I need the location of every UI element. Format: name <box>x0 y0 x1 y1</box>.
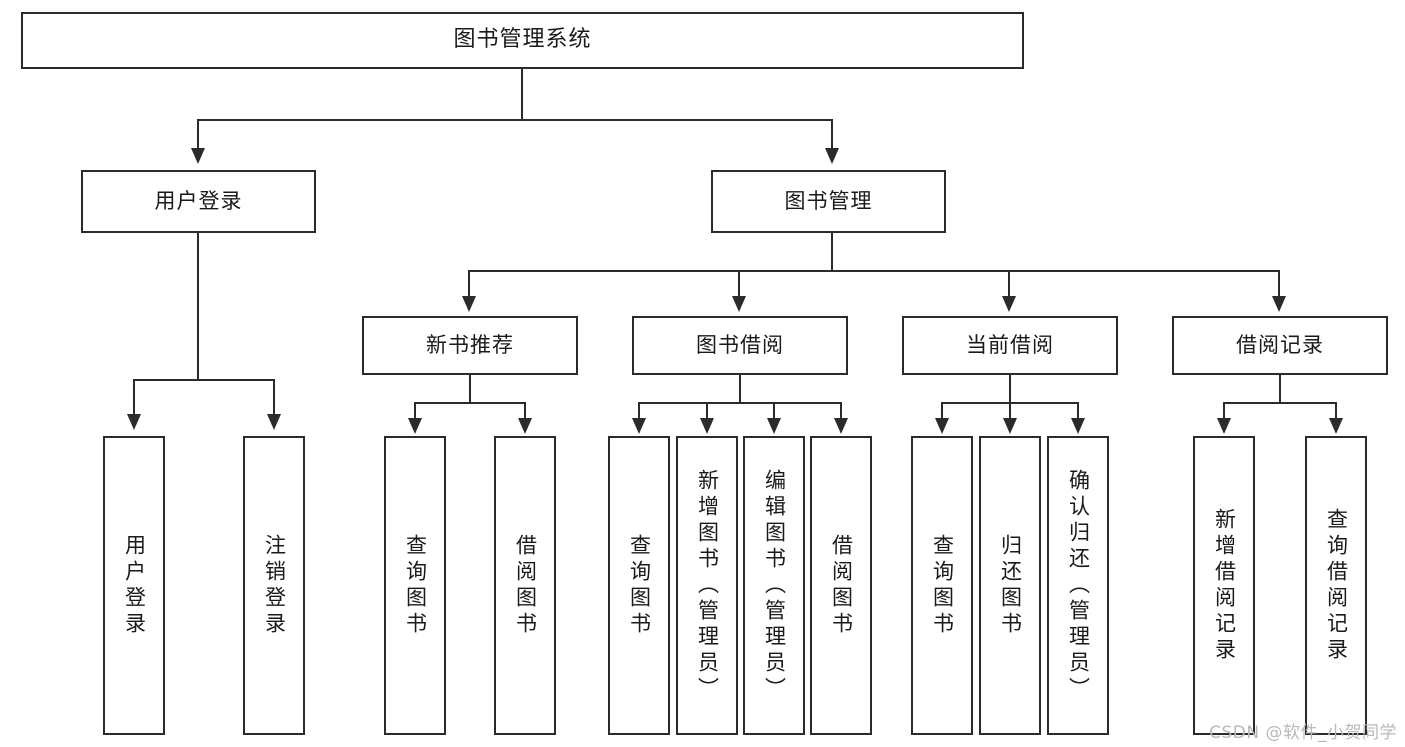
node-new-book-recommend[interactable]: 新书推荐 <box>362 316 578 375</box>
leaf-new-book-recommend-borrow-book[interactable]: 借阅图书 <box>494 436 556 735</box>
leaf-user-login-login[interactable]: 用户登录 <box>103 436 165 735</box>
connector-new-book-recommend-stem <box>469 375 471 403</box>
connector-drop-nbr-leaf-2 <box>524 402 526 420</box>
leaf-book-borrow-edit-book-admin[interactable]: 编辑图书（管理员） <box>743 436 805 735</box>
arrowhead-borrow-record <box>1272 296 1286 312</box>
arrowhead-user-login-leaf-1 <box>127 414 141 430</box>
node-book-management[interactable]: 图书管理 <box>711 170 946 233</box>
connector-bus-user-login-leaves <box>133 379 275 381</box>
watermark-text: CSDN @软件_小贺同学 <box>1209 723 1397 743</box>
arrowhead-br-leaf-1 <box>1217 418 1231 434</box>
connector-drop-bb-leaf-2 <box>706 402 708 420</box>
connector-bus-level2 <box>197 119 833 121</box>
node-borrow-record[interactable]: 借阅记录 <box>1172 316 1388 375</box>
node-label: 图书管理系统 <box>453 27 592 53</box>
arrowhead-book-management <box>825 148 839 164</box>
node-label: 图书管理 <box>784 188 873 213</box>
connector-bus-level3 <box>468 270 1280 272</box>
leaf-new-book-recommend-query-book[interactable]: 查询图书 <box>384 436 446 735</box>
connector-bus-book-borrow <box>638 402 842 404</box>
arrowhead-bb-leaf-3 <box>767 418 781 434</box>
leaf-label: 确认归还（管理员） <box>1066 468 1091 703</box>
arrowhead-bb-leaf-2 <box>700 418 714 434</box>
connector-book-borrow-stem <box>739 375 741 403</box>
leaf-borrow-record-query-record[interactable]: 查询借阅记录 <box>1305 436 1367 735</box>
leaf-label: 查询图书 <box>403 533 428 638</box>
node-label: 用户登录 <box>154 188 243 213</box>
connector-user-login-stem <box>197 233 199 380</box>
leaf-label: 归还图书 <box>998 533 1023 638</box>
connector-drop-current-borrow <box>1008 270 1010 298</box>
leaf-label: 编辑图书（管理员） <box>762 468 787 703</box>
arrowhead-cb-leaf-3 <box>1071 418 1085 434</box>
connector-book-management-stem <box>831 233 833 271</box>
arrowhead-bb-leaf-1 <box>632 418 646 434</box>
connector-drop-borrow-record <box>1278 270 1280 298</box>
connector-borrow-record-stem <box>1279 375 1281 403</box>
leaf-current-borrow-query-book[interactable]: 查询图书 <box>911 436 973 735</box>
leaf-label: 借阅图书 <box>513 533 538 638</box>
node-user-login[interactable]: 用户登录 <box>81 170 316 233</box>
connector-drop-bb-leaf-3 <box>773 402 775 420</box>
leaf-label: 查询图书 <box>930 533 955 638</box>
node-book-borrow[interactable]: 图书借阅 <box>632 316 848 375</box>
connector-bus-new-book-recommend <box>414 402 526 404</box>
arrowhead-cb-leaf-2 <box>1003 418 1017 434</box>
arrowhead-nbr-leaf-1 <box>408 418 422 434</box>
arrowhead-br-leaf-2 <box>1329 418 1343 434</box>
connector-drop-cb-leaf-3 <box>1077 402 1079 420</box>
connector-drop-cb-leaf-1 <box>941 402 943 420</box>
connector-drop-cb-leaf-2 <box>1009 402 1011 420</box>
arrowhead-nbr-leaf-2 <box>518 418 532 434</box>
connector-drop-book-management <box>831 119 833 151</box>
node-label: 新书推荐 <box>426 332 514 357</box>
arrowhead-book-borrow <box>732 296 746 312</box>
leaf-label: 查询借阅记录 <box>1324 507 1349 664</box>
connector-drop-user-login-leaf-2 <box>273 379 275 417</box>
leaf-label: 借阅图书 <box>829 533 854 638</box>
connector-drop-user-login-leaf-1 <box>133 379 135 417</box>
connector-drop-bb-leaf-1 <box>638 402 640 420</box>
leaf-current-borrow-return-book[interactable]: 归还图书 <box>979 436 1041 735</box>
leaf-label: 用户登录 <box>122 533 147 638</box>
node-label: 借阅记录 <box>1236 332 1324 357</box>
connector-bus-borrow-record <box>1223 402 1337 404</box>
leaf-user-login-logout[interactable]: 注销登录 <box>243 436 305 735</box>
connector-root-stem <box>521 69 523 120</box>
arrowhead-new-book-recommend <box>462 296 476 312</box>
connector-drop-new-book-recommend <box>468 270 470 298</box>
connector-drop-br-leaf-1 <box>1223 402 1225 420</box>
connector-drop-user-login <box>197 119 199 151</box>
arrowhead-cb-leaf-1 <box>935 418 949 434</box>
arrowhead-bb-leaf-4 <box>834 418 848 434</box>
leaf-borrow-record-add-record[interactable]: 新增借阅记录 <box>1193 436 1255 735</box>
leaf-label: 新增图书（管理员） <box>695 468 720 703</box>
leaf-book-borrow-query-book[interactable]: 查询图书 <box>608 436 670 735</box>
leaf-book-borrow-borrow-book[interactable]: 借阅图书 <box>810 436 872 735</box>
node-current-borrow[interactable]: 当前借阅 <box>902 316 1118 375</box>
leaf-label: 注销登录 <box>262 533 287 638</box>
leaf-label: 新增借阅记录 <box>1212 507 1237 664</box>
leaf-label: 查询图书 <box>627 533 652 638</box>
arrowhead-user-login <box>191 148 205 164</box>
connector-drop-bb-leaf-4 <box>840 402 842 420</box>
leaf-current-borrow-confirm-return-admin[interactable]: 确认归还（管理员） <box>1047 436 1109 735</box>
node-label: 当前借阅 <box>966 332 1054 357</box>
leaf-book-borrow-add-book-admin[interactable]: 新增图书（管理员） <box>676 436 738 735</box>
arrowhead-user-login-leaf-2 <box>267 414 281 430</box>
arrowhead-current-borrow <box>1002 296 1016 312</box>
connector-drop-book-borrow <box>738 270 740 298</box>
node-root-book-management-system[interactable]: 图书管理系统 <box>21 12 1024 69</box>
node-label: 图书借阅 <box>696 332 784 357</box>
connector-current-borrow-stem <box>1009 375 1011 403</box>
connector-drop-br-leaf-2 <box>1335 402 1337 420</box>
connector-drop-nbr-leaf-1 <box>414 402 416 420</box>
